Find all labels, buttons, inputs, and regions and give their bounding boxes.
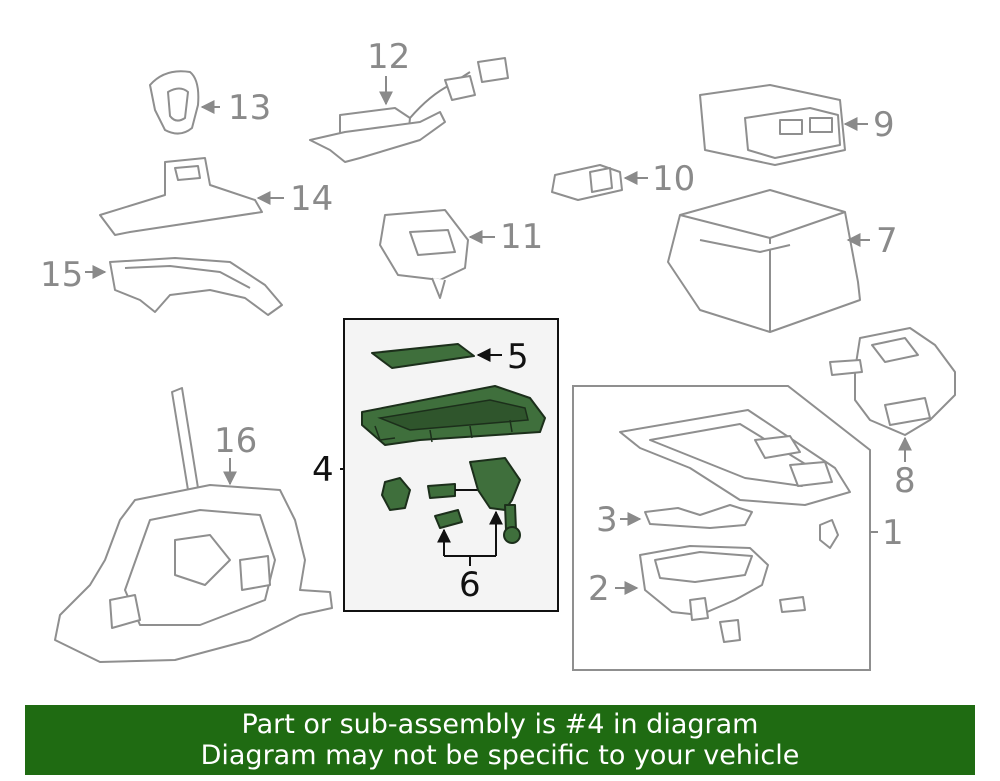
part-6-shift-components: 6 — [381, 457, 521, 605]
part-10-switch: 10 — [551, 159, 695, 201]
part-12-harness: 12 — [309, 37, 509, 163]
callout-16: 16 — [214, 421, 257, 461]
part-1-console-panel — [619, 409, 851, 549]
part-3-boot: 3 — [596, 500, 753, 540]
callout-15: 15 — [40, 255, 83, 295]
part-11-bezel: 11 — [379, 209, 543, 299]
callout-6: 6 — [459, 565, 481, 605]
part-15-housing: 15 — [40, 255, 283, 316]
callout-5: 5 — [507, 337, 529, 377]
callout-7: 7 — [876, 221, 898, 261]
group-4-box: 4 — [312, 318, 559, 612]
callout-13: 13 — [228, 88, 271, 128]
banner-line-2: Diagram may not be specific to your vehi… — [200, 740, 800, 771]
part-13-shift-knob: 13 — [149, 70, 271, 135]
part-5-mat: 5 — [371, 337, 529, 377]
part-16-shift-lever: 16 — [54, 387, 333, 663]
callout-9: 9 — [873, 105, 895, 145]
parts-diagram: 13 14 15 12 11 10 — [40, 37, 956, 671]
info-banner: Part or sub-assembly is #4 in diagram Di… — [25, 705, 975, 775]
banner-line-1: Part or sub-assembly is #4 in diagram — [241, 709, 759, 740]
callout-3: 3 — [596, 500, 618, 540]
callout-2: 2 — [588, 569, 610, 609]
callout-12: 12 — [367, 37, 410, 77]
part-7-console-box: 7 — [667, 189, 898, 333]
part-14-plate: 14 — [99, 157, 333, 236]
callout-1: 1 — [882, 513, 904, 553]
callout-14: 14 — [290, 179, 333, 219]
callout-8: 8 — [894, 461, 916, 501]
part-4-tray-assembly — [361, 385, 546, 446]
callout-11: 11 — [500, 217, 543, 257]
part-9-socket: 9 — [699, 84, 895, 166]
part-8-lock-unit: 8 — [829, 327, 956, 501]
callout-10: 10 — [652, 159, 695, 199]
part-2-shift-bezel: 2 — [588, 545, 806, 643]
callout-4: 4 — [312, 450, 334, 490]
